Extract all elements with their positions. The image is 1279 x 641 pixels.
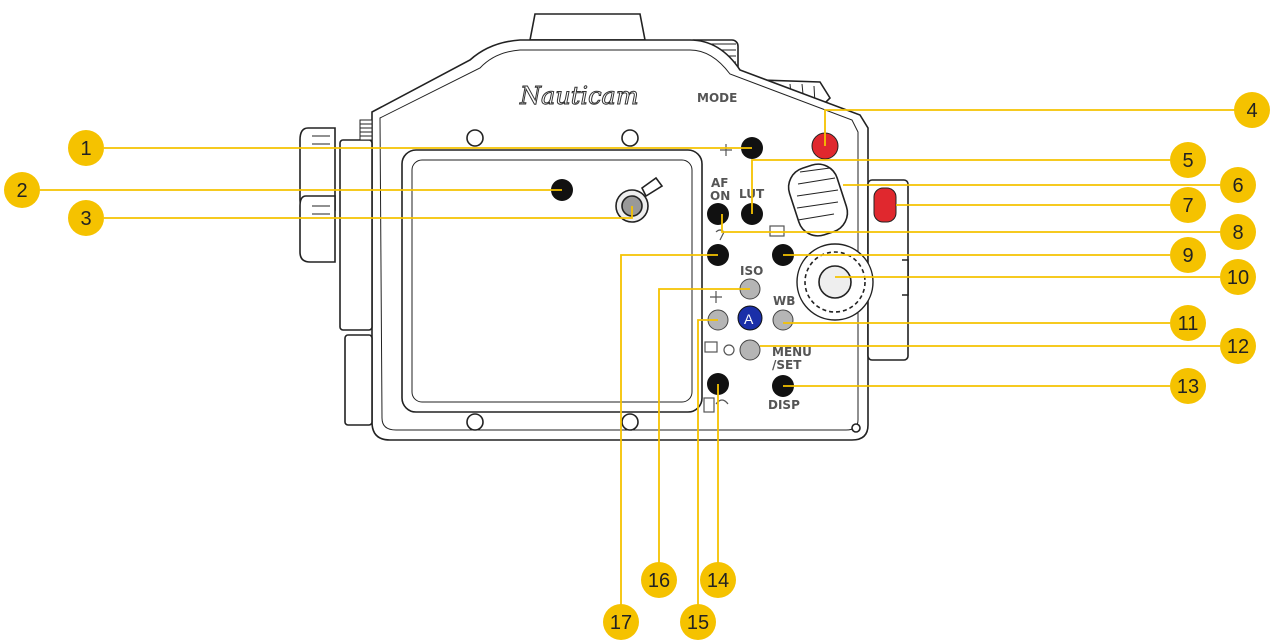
callout-17: 17 xyxy=(603,604,639,640)
label-menu-set: MENU /SET xyxy=(772,345,812,372)
housing-body xyxy=(299,13,909,441)
svg-text:13: 13 xyxy=(1177,376,1199,398)
callout-11: 11 xyxy=(1170,305,1206,341)
callout-6: 6 xyxy=(1220,167,1256,203)
callout-9: 9 xyxy=(1170,237,1206,273)
svg-text:MENU: MENU xyxy=(772,345,812,359)
button-a[interactable] xyxy=(737,305,763,331)
svg-text:4: 4 xyxy=(1246,100,1257,122)
callout-14: 14 xyxy=(700,562,736,598)
svg-text:7: 7 xyxy=(1182,195,1193,217)
callout-5: 5 xyxy=(1170,142,1206,178)
button-menu-set[interactable] xyxy=(739,339,761,361)
callout-2: 2 xyxy=(4,172,40,208)
callout-12: 12 xyxy=(1220,328,1256,364)
svg-text:AF: AF xyxy=(711,176,728,190)
svg-text:12: 12 xyxy=(1227,336,1249,358)
callout-10: 10 xyxy=(1220,259,1256,295)
callouts: 1 2 3 4 5 6 7 8 9 10 11 12 13 14 15 16 1… xyxy=(4,92,1270,640)
label-iso: ISO xyxy=(740,264,763,278)
svg-text:1: 1 xyxy=(80,138,91,160)
callout-16: 16 xyxy=(641,562,677,598)
red-button-7[interactable] xyxy=(873,187,897,223)
svg-text:9: 9 xyxy=(1182,245,1193,267)
callout-lines xyxy=(40,109,1235,616)
label-disp: DISP xyxy=(768,398,800,412)
svg-text:2: 2 xyxy=(16,180,27,202)
brand-logo: Nauticam xyxy=(519,82,639,110)
svg-text:/SET: /SET xyxy=(772,358,802,372)
svg-text:15: 15 xyxy=(687,612,709,634)
label-wb: WB xyxy=(773,294,795,308)
label-mode: MODE xyxy=(697,91,737,105)
svg-text:5: 5 xyxy=(1182,150,1193,172)
svg-text:14: 14 xyxy=(707,570,729,592)
svg-text:6: 6 xyxy=(1232,175,1243,197)
callout-8: 8 xyxy=(1220,214,1256,250)
label-af-on: AF ON xyxy=(710,176,730,203)
svg-text:11: 11 xyxy=(1178,313,1199,335)
callout-15: 15 xyxy=(680,604,716,640)
svg-text:10: 10 xyxy=(1227,267,1249,289)
svg-text:ON: ON xyxy=(710,189,730,203)
callout-1: 1 xyxy=(68,130,104,166)
svg-text:8: 8 xyxy=(1232,222,1243,244)
button-af-on[interactable] xyxy=(707,203,729,225)
button-a-label: A xyxy=(744,311,754,327)
svg-text:17: 17 xyxy=(610,612,632,634)
button-wb[interactable] xyxy=(772,309,794,331)
svg-text:16: 16 xyxy=(648,570,670,592)
callout-4: 4 xyxy=(1234,92,1270,128)
callout-3: 3 xyxy=(68,200,104,236)
svg-text:3: 3 xyxy=(80,208,91,230)
callout-7: 7 xyxy=(1170,187,1206,223)
housing-icons xyxy=(703,144,785,413)
callout-13: 13 xyxy=(1170,368,1206,404)
